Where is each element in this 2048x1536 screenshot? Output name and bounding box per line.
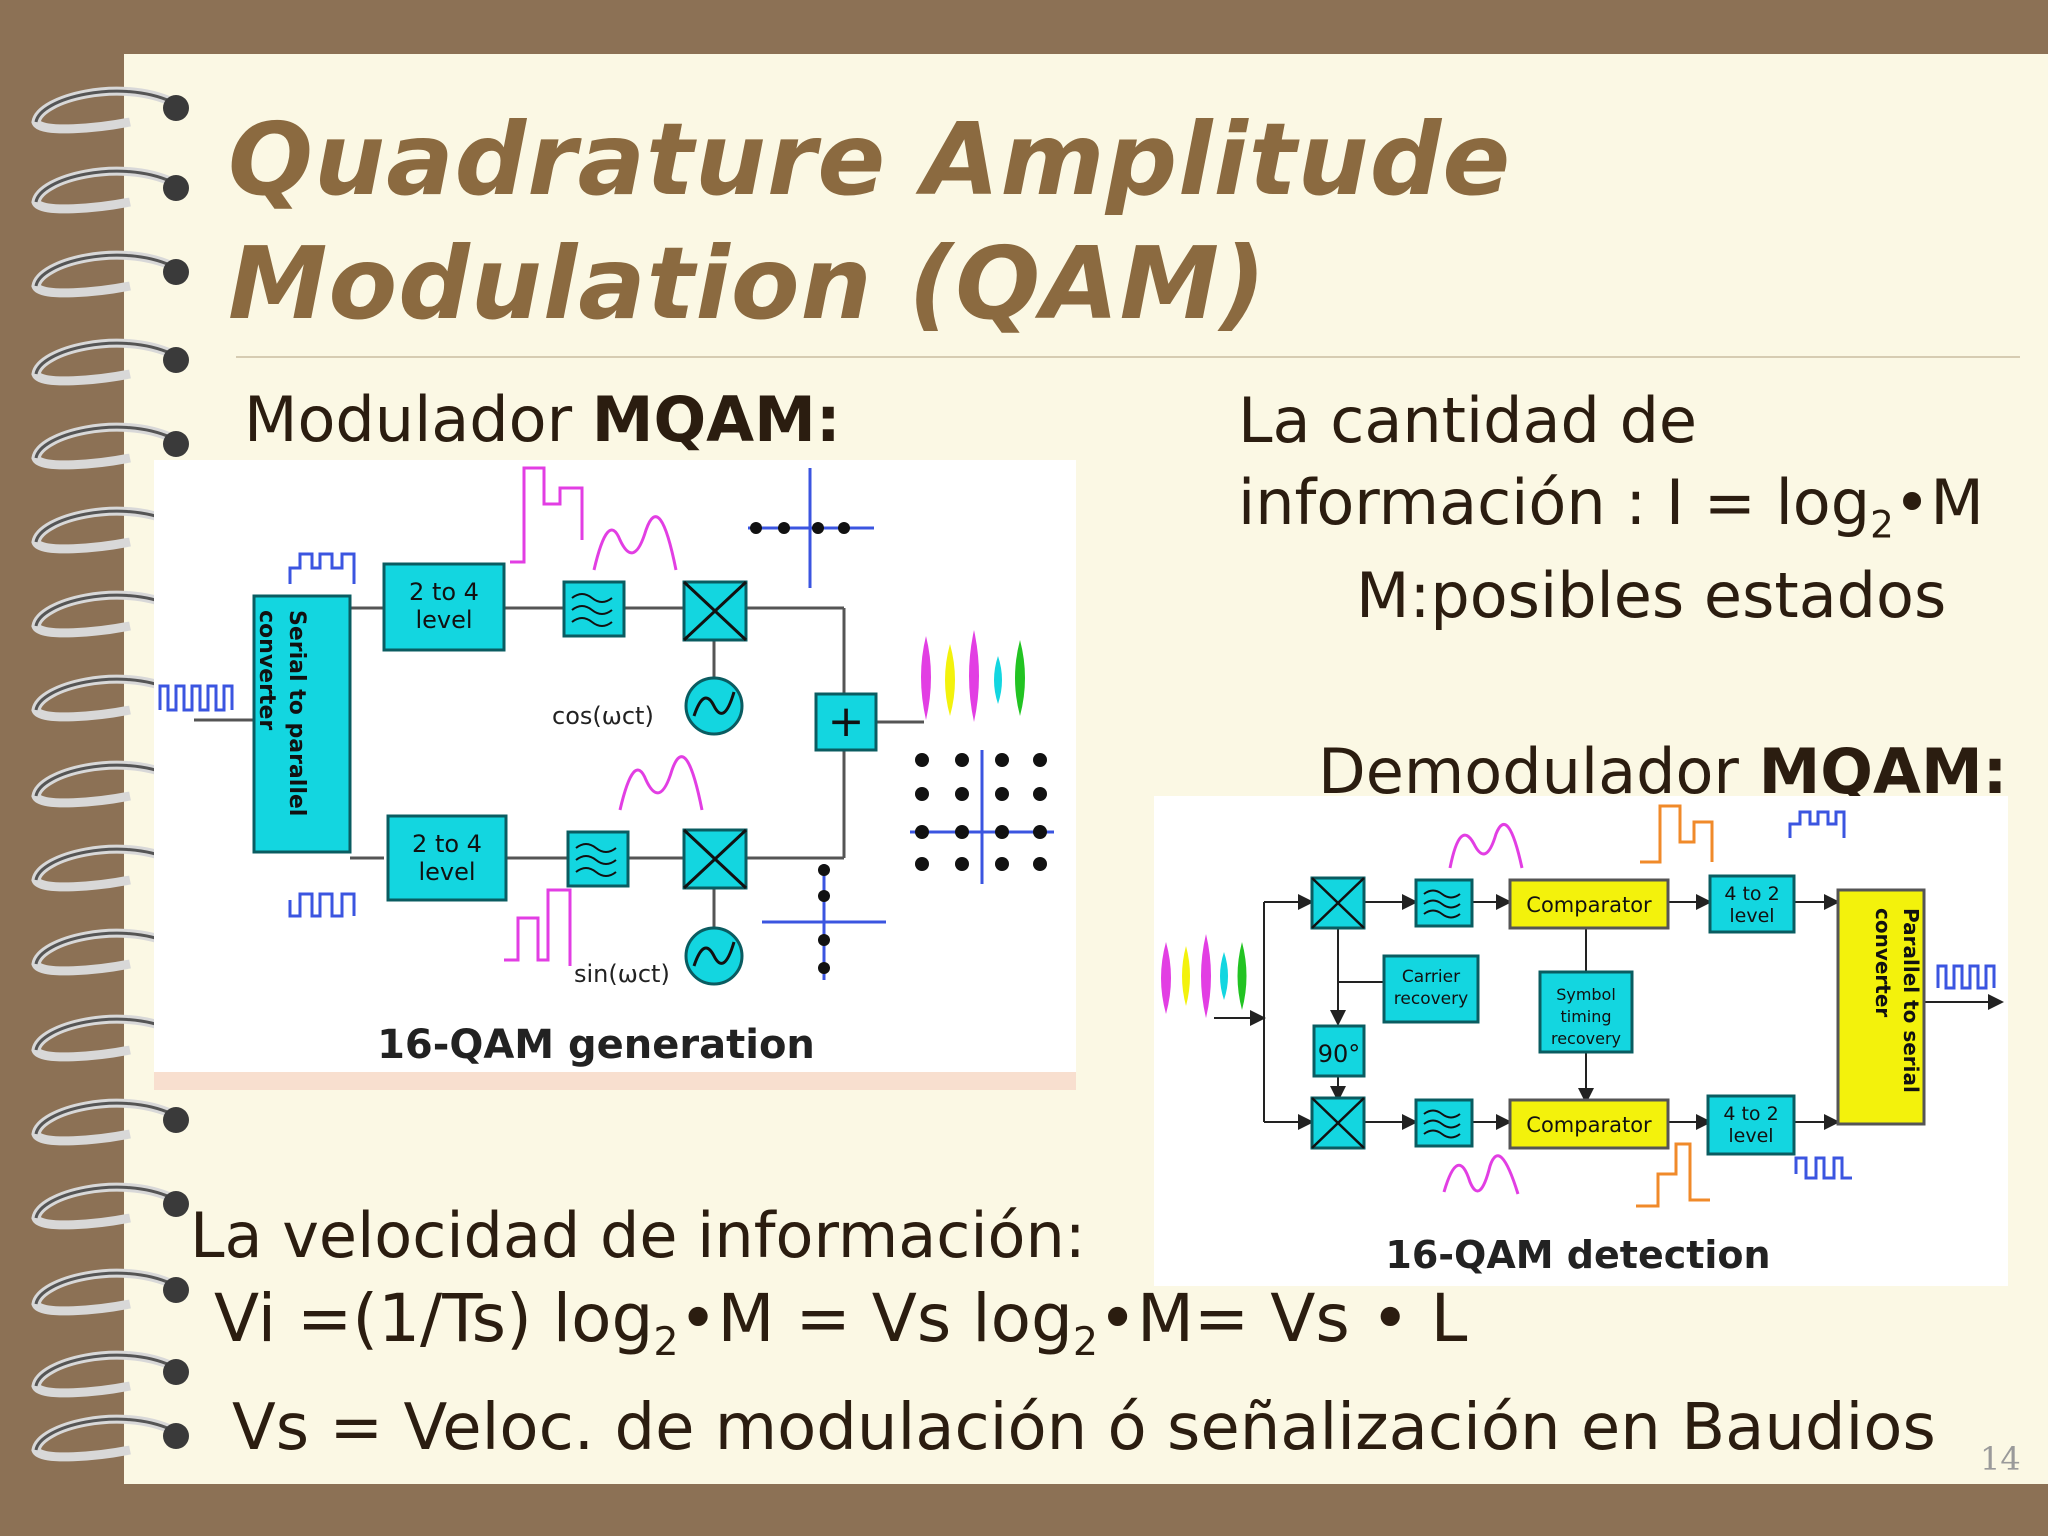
binding-ring xyxy=(31,422,189,470)
qam16-constellation-icon xyxy=(910,750,1054,884)
demod-pulse-top-icon xyxy=(1448,822,1524,869)
demod-mixer-top-icon xyxy=(1310,876,1366,930)
velocity-equation: Vi =(1/Ts) log2•M = Vs log2•M= Vs • L xyxy=(214,1280,1468,1366)
summer-block xyxy=(814,692,878,752)
possible-states-text: M:posibles estados xyxy=(1356,559,1947,632)
constellation-point xyxy=(1033,857,1047,871)
binding-ring xyxy=(31,1414,189,1462)
symbol-timing-block xyxy=(1538,970,1634,1054)
oscillator-sin-icon xyxy=(684,926,744,986)
cos-carrier-label: cos(ωct) xyxy=(552,702,654,730)
demod-bitstream-top-icon xyxy=(1788,810,1846,838)
filtered-pulse-top-icon xyxy=(592,515,678,571)
binding-ring xyxy=(31,338,189,386)
demod-bitstream-bottom-icon xyxy=(1794,1156,1852,1180)
binding-ring xyxy=(31,1350,189,1398)
constellation-point xyxy=(915,753,929,767)
comparator-bottom-label: Comparator xyxy=(1526,1113,1652,1137)
modulator-label: Modulador MQAM: xyxy=(244,383,841,456)
serial-to-parallel-block xyxy=(252,594,352,854)
constellation-point xyxy=(1033,825,1047,839)
carrier-recovery-block xyxy=(1382,954,1480,1024)
demod-multilevel-bottom-icon xyxy=(1636,1142,1710,1208)
title-divider xyxy=(236,356,2020,358)
binding-ring xyxy=(31,1098,189,1146)
constellation-point xyxy=(915,825,929,839)
parallel-to-serial-block xyxy=(1836,888,1926,1126)
velocity-label: La velocidad de información: xyxy=(190,1199,1086,1272)
phase-shift-label: 90° xyxy=(1318,1040,1361,1068)
level-converter-bottom xyxy=(386,814,508,902)
constellation-point xyxy=(995,857,1009,871)
modulator-caption: 16-QAM generation xyxy=(377,1022,815,1068)
level-converter-bottom-demod xyxy=(1706,1094,1796,1156)
mixer-bottom-icon xyxy=(682,828,748,890)
constellation-point xyxy=(1033,787,1047,801)
constellation-point xyxy=(955,787,969,801)
demod-filter-bottom-icon xyxy=(1414,1098,1474,1148)
level-converter-top-demod xyxy=(1708,874,1796,934)
level-converter-top xyxy=(382,562,506,652)
demod-multilevel-top-icon xyxy=(1640,804,1714,864)
bitstream-top-icon xyxy=(288,552,356,584)
bitstream-bottom-icon xyxy=(288,892,356,918)
information-amount-text: La cantidad de información : I = log2•M xyxy=(1238,380,1984,565)
page-number: 14 xyxy=(1980,1440,2021,1478)
constellation-point xyxy=(955,825,969,839)
demodulator-label: Demodulador MQAM: xyxy=(1318,735,2008,808)
constellation-point xyxy=(995,825,1009,839)
constellation-point xyxy=(955,857,969,871)
binding-ring xyxy=(31,1268,189,1316)
serial-to-parallel-label: Serial to parallelconverter xyxy=(254,610,309,816)
input-bitstream-icon xyxy=(158,684,234,712)
binding-ring xyxy=(31,1182,189,1230)
constellation-point xyxy=(995,787,1009,801)
filtered-pulse-bottom-icon xyxy=(618,755,704,811)
multilevel-signal-bottom-icon xyxy=(504,888,572,966)
parallel-to-serial-label: Parallel to serialconverter xyxy=(1871,908,1923,1093)
vs-definition: Vs = Veloc. de modulación ó señalización… xyxy=(232,1391,1936,1465)
quadrature-constellation-icon xyxy=(762,864,886,980)
demod-filter-top-icon xyxy=(1414,878,1474,928)
output-bitstream-icon xyxy=(1936,964,1996,990)
mixer-top-icon xyxy=(682,580,748,642)
oscillator-cos-icon xyxy=(684,676,744,736)
demod-pulse-bottom-icon xyxy=(1442,1154,1520,1195)
constellation-point xyxy=(915,857,929,871)
qam-output-waveform-icon xyxy=(921,630,1025,722)
information-line-2: información : I = log2•M xyxy=(1238,466,1984,547)
information-line-1: La cantidad de xyxy=(1238,384,1698,457)
comparator-bottom-block xyxy=(1508,1098,1670,1150)
constellation-point xyxy=(1033,753,1047,767)
binding-ring xyxy=(31,250,189,298)
binding-ring xyxy=(31,166,189,214)
received-waveform-icon xyxy=(1161,934,1247,1018)
in-phase-constellation-icon xyxy=(748,468,874,588)
phase-shift-block xyxy=(1312,1024,1366,1078)
summer-symbol: + xyxy=(828,696,865,747)
constellation-point xyxy=(955,753,969,767)
demod-mixer-bottom-icon xyxy=(1310,1096,1366,1150)
slide-title: Quadrature Amplitude Modulation (QAM) xyxy=(228,101,1512,342)
lowpass-filter-top-icon xyxy=(562,580,626,638)
constellation-point xyxy=(915,787,929,801)
lowpass-filter-bottom-icon xyxy=(566,830,630,888)
comparator-top-label: Comparator xyxy=(1526,893,1652,917)
sin-carrier-label: sin(ωct) xyxy=(574,960,670,988)
multilevel-signal-top-icon xyxy=(510,466,584,564)
binding-ring xyxy=(31,86,189,134)
comparator-top-block xyxy=(1508,878,1670,930)
demodulator-caption: 16-QAM detection xyxy=(1385,1233,1770,1277)
constellation-point xyxy=(995,753,1009,767)
